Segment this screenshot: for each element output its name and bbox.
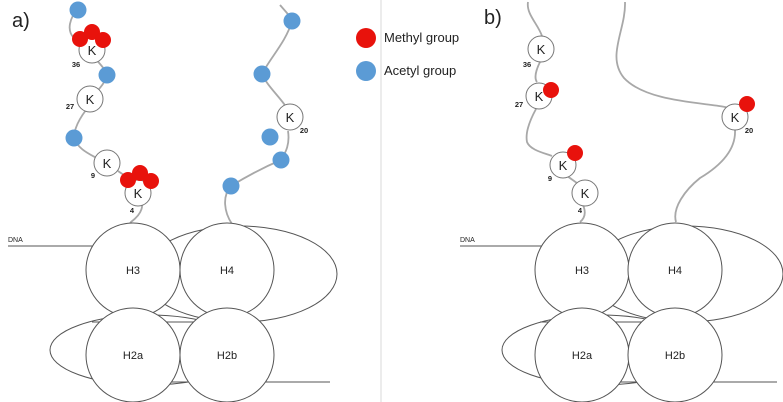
acetyl-dot xyxy=(261,128,279,146)
h4-tail xyxy=(615,1,736,223)
h2b-label: H2b xyxy=(217,350,237,362)
acetyl-dot xyxy=(272,151,290,169)
methyl-dot xyxy=(143,173,159,189)
lysine-number: 27 xyxy=(66,102,74,111)
lysine-number: 27 xyxy=(515,100,523,109)
methyl-legend-label: Methyl group xyxy=(384,30,459,45)
lysine-number: 20 xyxy=(300,126,308,135)
methyl-legend-swatch xyxy=(356,28,376,48)
lysine-number: 9 xyxy=(91,171,95,180)
lysine-k20: K 20 xyxy=(721,96,755,135)
lysine-k27: K 27 xyxy=(66,85,104,113)
svg-text:K: K xyxy=(559,158,568,173)
lysine-k9: K 9 xyxy=(91,149,121,180)
panel-b-label: b) xyxy=(484,7,502,29)
svg-text:K: K xyxy=(86,92,95,107)
methyl-dot xyxy=(72,31,88,47)
svg-text:K: K xyxy=(103,156,112,171)
acetyl-dot xyxy=(69,1,87,19)
lysine-k27: K 27 xyxy=(515,82,559,110)
svg-text:K: K xyxy=(134,186,143,201)
dna-label: DNA xyxy=(460,237,475,244)
legend: Methyl group Acetyl group xyxy=(356,28,459,81)
acetyl-dot xyxy=(98,66,116,84)
histone-h2b xyxy=(627,307,723,402)
h4-label: H4 xyxy=(220,265,234,277)
acetyl-legend-swatch xyxy=(356,61,376,81)
lysine-number: 4 xyxy=(578,206,583,215)
panel-a: a) DNA H3 H4 H2a H2b xyxy=(8,1,338,402)
lysine-k4: K 4 xyxy=(571,179,599,215)
acetyl-legend-label: Acetyl group xyxy=(384,63,456,78)
svg-text:K: K xyxy=(581,186,590,201)
h3-tail xyxy=(525,1,586,223)
panel-a-label: a) xyxy=(12,10,30,32)
methyl-dot xyxy=(739,96,755,112)
lysine-k20: K 20 xyxy=(276,103,308,135)
methyl-dot xyxy=(84,24,100,40)
svg-text:K: K xyxy=(537,42,546,57)
lysine-number: 4 xyxy=(130,206,135,215)
lysine-number: 36 xyxy=(72,60,80,69)
lysine-k36: K 36 xyxy=(523,35,555,69)
dna-label: DNA xyxy=(8,237,23,244)
panel-b: b) DNA H3 H4 H2a H2b K 36 K 27 xyxy=(460,1,783,402)
acetyl-dot xyxy=(65,129,83,147)
methyl-dot xyxy=(95,32,111,48)
methyl-dot xyxy=(132,165,148,181)
h2a-label: H2a xyxy=(572,350,593,362)
svg-text:K: K xyxy=(88,43,97,58)
lysine-k9: K 9 xyxy=(548,145,583,183)
histone-h2b xyxy=(179,307,275,402)
svg-text:K: K xyxy=(731,110,740,125)
acetyl-dot xyxy=(283,12,301,30)
svg-text:K: K xyxy=(535,89,544,104)
lysine-number: 36 xyxy=(523,60,531,69)
h3-label: H3 xyxy=(126,265,140,277)
lysine-number: 9 xyxy=(548,174,552,183)
h4-label: H4 xyxy=(668,265,682,277)
lysine-k36: K 36 xyxy=(72,24,111,69)
h3-label: H3 xyxy=(575,265,589,277)
methyl-dot xyxy=(543,82,559,98)
acetyl-dot xyxy=(222,177,240,195)
acetyl-dot xyxy=(253,65,271,83)
methyl-dot xyxy=(120,172,136,188)
lysine-k4: K 4 xyxy=(120,165,159,215)
h2b-label: H2b xyxy=(665,350,685,362)
methyl-dot xyxy=(567,145,583,161)
svg-text:K: K xyxy=(286,110,295,125)
h2a-label: H2a xyxy=(123,350,144,362)
lysine-number: 20 xyxy=(745,126,753,135)
